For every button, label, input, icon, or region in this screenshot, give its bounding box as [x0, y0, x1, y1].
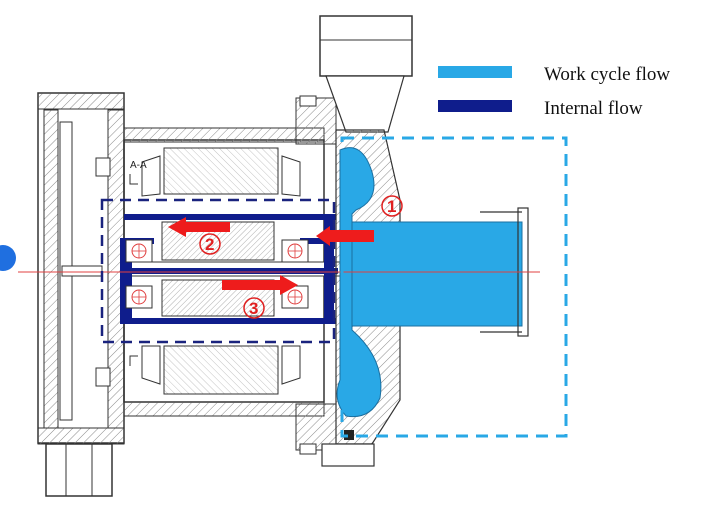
edge-dot	[0, 245, 16, 271]
marker-2: 2	[199, 233, 221, 255]
bearing-right-bottom	[281, 285, 309, 309]
legend-label-work-cycle: Work cycle flow	[544, 64, 670, 85]
svg-text:1: 1	[387, 197, 396, 216]
bearing-right-top	[281, 239, 309, 263]
internal-flow-frame	[100, 198, 336, 344]
marker-3: 3	[243, 297, 265, 319]
svg-text:3: 3	[249, 299, 258, 318]
motor-housing: A-A	[121, 95, 355, 455]
svg-text:2: 2	[205, 235, 214, 254]
internal-flow-path	[120, 214, 338, 324]
legend: Work cycle flow Internal flow	[438, 64, 670, 119]
legend-label-internal: Internal flow	[544, 98, 643, 119]
legend-swatch-internal	[438, 100, 512, 112]
arrow-3-forward	[222, 275, 298, 295]
arrow-2-return	[168, 217, 230, 237]
marker-1: 1	[381, 195, 403, 217]
arrow-1-inlet	[316, 226, 374, 246]
bearing-left-top	[125, 239, 153, 263]
legend-swatch-work-cycle	[438, 66, 512, 78]
pump-head	[319, 15, 529, 467]
end-cover	[37, 92, 125, 497]
flow-arrows	[168, 217, 374, 295]
bearing-left-bottom	[125, 285, 153, 309]
work-cycle-frame	[340, 136, 568, 438]
section-label: A-A	[130, 160, 147, 171]
